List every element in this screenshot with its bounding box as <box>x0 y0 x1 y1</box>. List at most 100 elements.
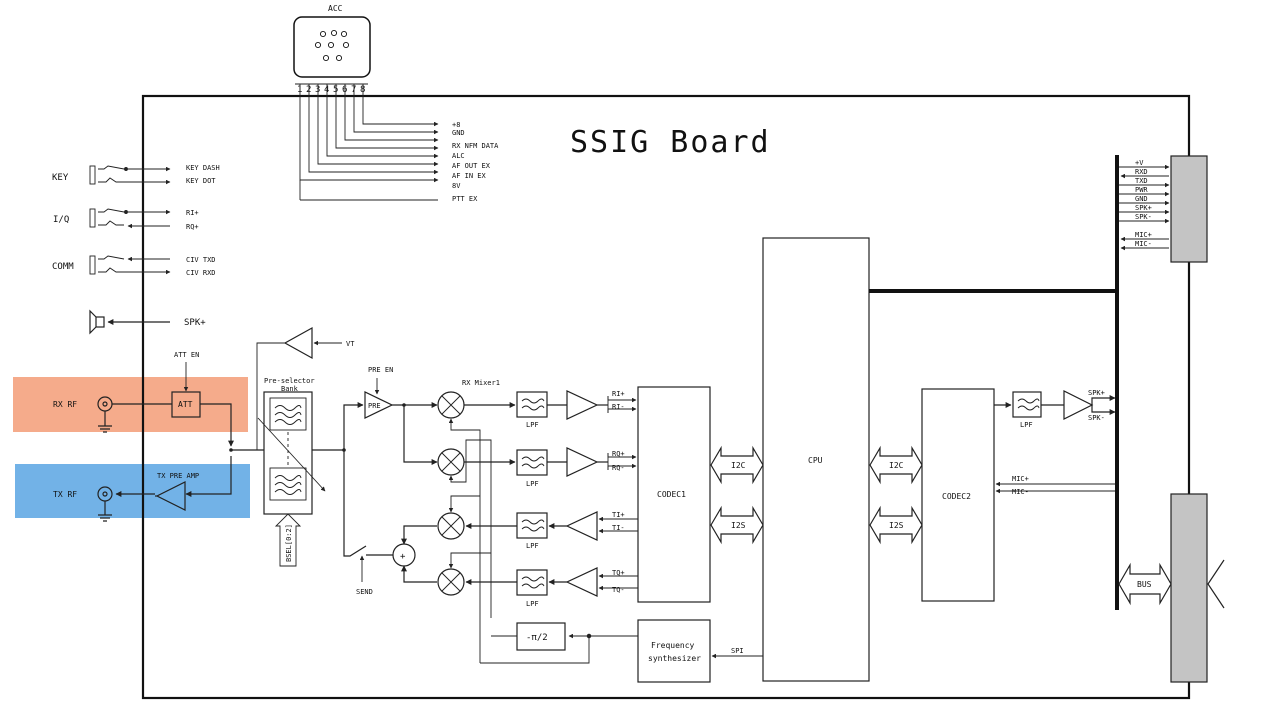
acc-signal: +8 <box>452 121 460 129</box>
i2s-label-left: I2S <box>731 521 746 530</box>
pre-out-split <box>403 405 438 465</box>
acc-signal: RX NFM DATA <box>452 142 499 150</box>
adder-in-2 <box>401 565 437 583</box>
iq-rq-label: RQ+ <box>186 223 199 231</box>
amp-rx-q <box>547 447 608 477</box>
tx-antenna-connector <box>97 486 155 522</box>
rx-antenna-connector <box>97 396 172 433</box>
lpf-spk-label: LPF <box>1020 421 1033 429</box>
acc-signal: GND <box>452 129 465 137</box>
acc-to-board-lines <box>299 180 438 201</box>
send-switch-dot <box>342 448 346 452</box>
right-connector-signal: +V <box>1135 159 1144 167</box>
tx-amp-feed <box>185 456 232 497</box>
amp-tx-q <box>548 567 598 597</box>
right-connector-signal: RXD <box>1135 168 1148 176</box>
mixer-4 <box>437 568 465 596</box>
cpu-label: CPU <box>808 456 823 465</box>
acc-connector-pins <box>314 29 350 62</box>
mic-signal: MIC+ <box>1012 475 1029 483</box>
phase-shift-label: -π/2 <box>526 633 548 643</box>
mixer-3 <box>437 512 465 540</box>
rf-junction-dot <box>229 448 233 452</box>
pre-label: PRE <box>368 402 381 410</box>
iq-jack-icon <box>89 208 171 229</box>
spk-amp <box>1041 390 1116 420</box>
vt-triangle <box>283 326 313 360</box>
codec1-signal: TI+ <box>612 511 625 519</box>
right-connector-signal: TXD <box>1135 177 1148 185</box>
codec2-block <box>921 388 995 602</box>
key-dot-label: KEY DOT <box>186 177 216 185</box>
codec1-label: CODEC1 <box>657 490 686 499</box>
comm-label: COMM <box>52 262 74 272</box>
lpf-3 <box>516 512 548 539</box>
mic-signal: MIC- <box>1012 488 1029 496</box>
send-label: SEND <box>356 588 373 596</box>
board-outline <box>141 94 1191 700</box>
freq-synth-label-1: Frequency <box>651 641 695 650</box>
tx-pre-amp-triangle <box>155 481 186 511</box>
pre-in-line <box>343 402 364 450</box>
lpf-4 <box>516 569 548 596</box>
lpf-label: LPF <box>526 480 539 488</box>
comm-civ-rxd-label: CIV RXD <box>186 269 216 277</box>
att-output-line <box>200 403 234 447</box>
right-connector-signal: MIC- <box>1135 240 1152 248</box>
right-connector-bottom <box>1170 493 1208 683</box>
att-en-label: ATT EN <box>174 351 199 359</box>
key-dash-label: KEY DASH <box>186 164 220 172</box>
lpf-label: LPF <box>526 600 539 608</box>
bus-external-arrow <box>1207 559 1225 609</box>
lpf-label: LPF <box>526 421 539 429</box>
rx-mixer-label: RX Mixer1 <box>462 379 500 387</box>
comm-jack-icon <box>89 255 171 275</box>
adder-plus: + <box>400 552 406 562</box>
codec1-signal: RQ+ <box>612 450 625 458</box>
board-title: SSIG Board <box>570 125 771 160</box>
lpf-2 <box>516 449 548 476</box>
right-connector-signal: SPK+ <box>1135 204 1152 212</box>
preselector-label-1: Pre-selector <box>264 377 315 385</box>
right-connector-lines <box>1119 164 1170 251</box>
tx-rf-highlight <box>15 464 250 518</box>
codec1-signal: RQ- <box>612 464 625 472</box>
bus-arrow <box>1118 562 1172 606</box>
codec2-label: CODEC2 <box>942 492 971 501</box>
speaker-label: SPK+ <box>184 318 206 328</box>
amp-tx-i <box>548 511 598 541</box>
tx-pre-amp-label: TX PRE AMP <box>157 472 199 480</box>
key-label: KEY <box>52 173 69 183</box>
right-connector-signal: SPK- <box>1135 213 1152 221</box>
key-jack-icon <box>89 165 171 185</box>
acc-signal: 8V <box>452 182 461 190</box>
mic-lines <box>995 481 1115 494</box>
i2c-label-right: I2C <box>889 461 904 470</box>
phase-shift-block <box>516 622 566 651</box>
right-connector-top <box>1170 155 1208 263</box>
iq-ri-label: RI+ <box>186 209 199 217</box>
codec1-pairs <box>598 396 638 591</box>
lpf-label: LPF <box>526 542 539 550</box>
codec1-signal: TI- <box>612 524 625 532</box>
right-connector-signals: +V RXD TXD PWR GND SPK+ SPK- MIC+ MIC- <box>1135 159 1152 248</box>
spi-label: SPI <box>731 647 744 655</box>
codec1-signal: RI- <box>612 403 625 411</box>
acc-label: ACC <box>328 4 343 13</box>
mixer-1 <box>437 391 465 419</box>
rx-rf-label: RX RF <box>53 400 77 409</box>
vt-label: VT <box>346 340 355 348</box>
acc-signal: ALC <box>452 152 465 160</box>
cpu-block <box>762 237 870 682</box>
att-label: ATT <box>178 400 193 409</box>
acc-pin-lines <box>295 83 439 183</box>
codec1-signal: TQ- <box>612 586 625 594</box>
acc-signal: PTT EX <box>452 195 478 203</box>
speaker-icon <box>89 309 170 335</box>
codec1-block <box>637 386 711 603</box>
vt-feed <box>256 342 285 450</box>
lpf-spk <box>1012 391 1042 418</box>
right-connector-signal: PWR <box>1135 186 1148 194</box>
iq-label: I/Q <box>53 215 69 225</box>
